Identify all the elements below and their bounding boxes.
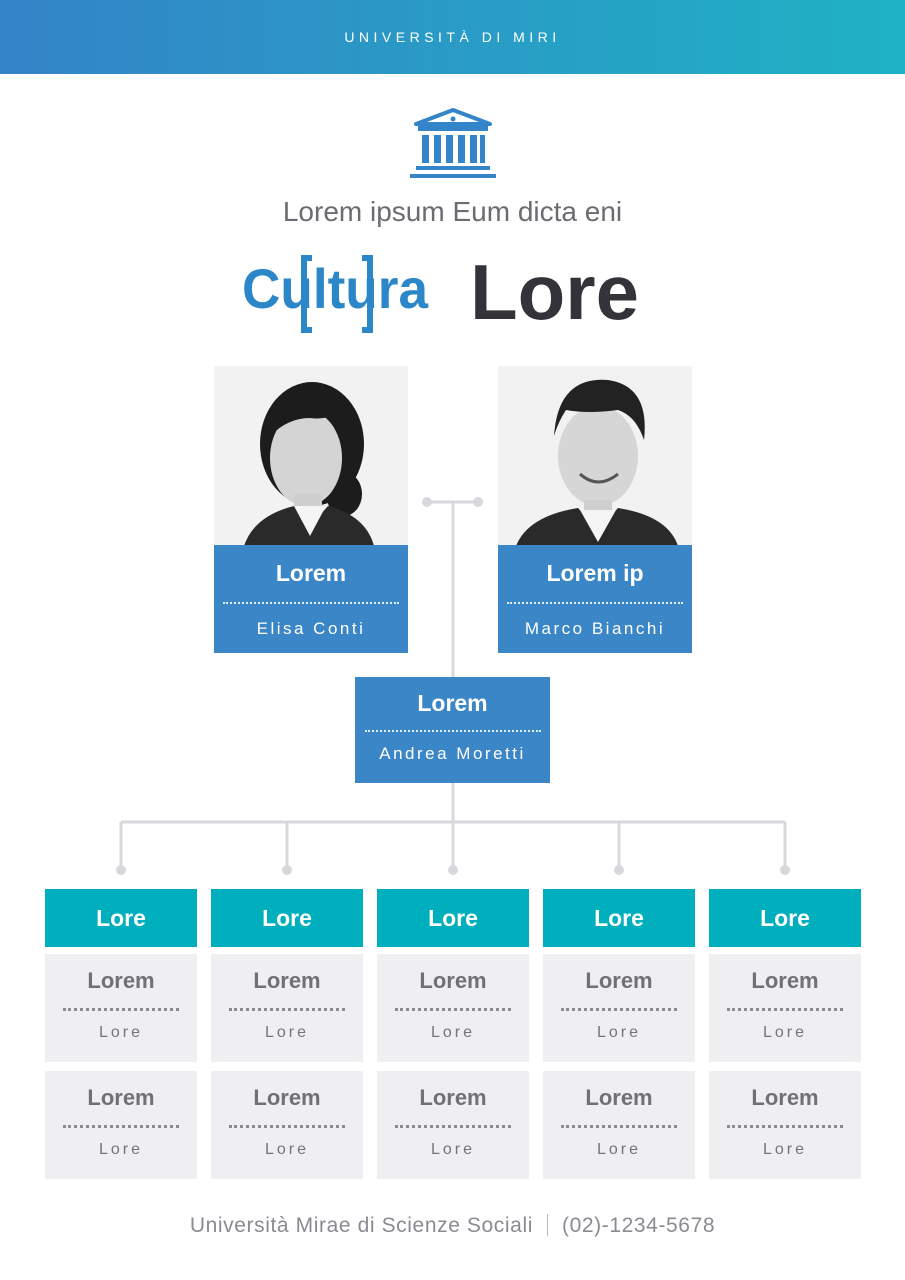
- member-role: Lorem: [87, 968, 155, 993]
- dotted-divider: [63, 1008, 179, 1011]
- member-name: Lore: [98, 1024, 144, 1041]
- member-name: Lore: [98, 1141, 144, 1158]
- header-title: UNIVERSITÀ DI MIRI: [344, 29, 561, 45]
- member-name: Lore: [430, 1141, 476, 1158]
- member-role: Lorem: [87, 1085, 155, 1110]
- dotted-divider: [561, 1125, 677, 1128]
- svg-text:Cultura: Cultura: [242, 257, 429, 320]
- department-header-1: Lore: [45, 889, 197, 947]
- dotted-divider: [727, 1008, 843, 1011]
- member-role: Lorem: [585, 968, 653, 993]
- leader-card-2: Lorem ip Marco Bianchi: [498, 545, 692, 653]
- department-member: Lorem Lore: [543, 954, 695, 1062]
- dotted-divider: [395, 1125, 511, 1128]
- member-name: Lore: [762, 1141, 808, 1158]
- leader-role-1: Lorem: [275, 560, 347, 586]
- department-header-4: Lore: [543, 889, 695, 947]
- footer: Università Mirae di Scienze Sociali (02)-…: [0, 1214, 905, 1238]
- page-subtitle: Lorem ipsum Eum dicta eni: [282, 196, 623, 227]
- department-member: Lorem Lore: [211, 954, 363, 1062]
- headline: Lore: [470, 248, 640, 336]
- department-member: Lorem Lore: [45, 954, 197, 1062]
- department-header-2: Lore: [211, 889, 363, 947]
- leader-photo-2: [498, 366, 692, 546]
- leader-photo-1: [214, 366, 408, 546]
- member-role: Lorem: [585, 1085, 653, 1110]
- department-member: Lorem Lore: [45, 1071, 197, 1179]
- department-header-3: Lore: [377, 889, 529, 947]
- director-card: Lorem Andrea Moretti: [355, 677, 550, 783]
- university-building-icon: [410, 108, 496, 178]
- member-role: Lorem: [419, 968, 487, 993]
- dotted-divider: [727, 1125, 843, 1128]
- department-member: Lorem Lore: [543, 1071, 695, 1179]
- member-role: Lorem: [253, 968, 321, 993]
- department-member: Lorem Lore: [377, 954, 529, 1062]
- brand-logo: Cultura: [242, 255, 429, 333]
- leader-name-2: Marco Bianchi: [524, 619, 666, 638]
- leader-role-2: Lorem ip: [546, 560, 644, 586]
- member-role: Lorem: [751, 968, 819, 993]
- dotted-divider: [395, 1008, 511, 1011]
- member-name: Lore: [430, 1024, 476, 1041]
- org-connectors: [116, 497, 790, 875]
- member-name: Lore: [762, 1024, 808, 1041]
- leader-name-1: Elisa Conti: [256, 619, 366, 638]
- dotted-divider: [364, 730, 541, 732]
- department-member: Lorem Lore: [377, 1071, 529, 1179]
- director-name: Andrea Moretti: [379, 744, 526, 763]
- member-name: Lore: [264, 1024, 310, 1041]
- dotted-divider: [561, 1008, 677, 1011]
- leader-card-1: Lorem Elisa Conti: [214, 545, 408, 653]
- director-role: Lorem: [417, 690, 488, 716]
- footer-phone: (02)-1234-5678: [561, 1214, 716, 1237]
- footer-institution: Università Mirae di Scienze Sociali: [189, 1214, 533, 1237]
- member-name: Lore: [264, 1141, 310, 1158]
- department-member: Lorem Lore: [709, 954, 861, 1062]
- dotted-divider: [507, 602, 683, 604]
- department-member: Lorem Lore: [211, 1071, 363, 1179]
- member-role: Lorem: [419, 1085, 487, 1110]
- member-name: Lore: [596, 1024, 642, 1041]
- dotted-divider: [229, 1008, 345, 1011]
- header-bar: UNIVERSITÀ DI MIRI: [0, 0, 905, 74]
- member-role: Lorem: [751, 1085, 819, 1110]
- member-name: Lore: [596, 1141, 642, 1158]
- department-header-5: Lore: [709, 889, 861, 947]
- dotted-divider: [63, 1125, 179, 1128]
- dotted-divider: [229, 1125, 345, 1128]
- member-role: Lorem: [253, 1085, 321, 1110]
- dotted-divider: [223, 602, 399, 604]
- department-member: Lorem Lore: [709, 1071, 861, 1179]
- footer-separator: [546, 1214, 548, 1236]
